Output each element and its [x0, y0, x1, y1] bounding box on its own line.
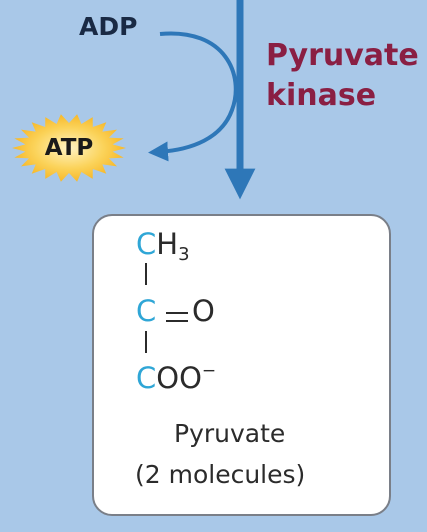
carbon-1: C: [136, 227, 157, 261]
atp-badge: ATP: [10, 113, 128, 183]
enzyme-name: Pyruvate kinase: [266, 36, 419, 116]
cofactor-curved-arrow: [148, 31, 238, 162]
carboxylate-group: COO−: [136, 361, 216, 395]
single-bond-2: [145, 331, 147, 353]
carbonyl-oxygen: O: [192, 294, 215, 328]
carbon-2: C: [136, 294, 157, 328]
pyruvate-structure-box: CH3 C O COO− Pyruvate (2 molecules): [92, 214, 391, 516]
adp-label: ADP: [79, 12, 138, 41]
hydrogen-count: 3: [178, 244, 190, 265]
double-bond-top: [166, 312, 188, 314]
molecule-quantity: (2 molecules): [135, 460, 306, 489]
atp-label: ATP: [44, 135, 94, 161]
double-bond-bottom: [166, 320, 188, 322]
carboxylate-oxygens: OO: [156, 361, 202, 395]
carbonyl-carbon: C: [136, 294, 156, 328]
methyl-group: CH3: [136, 227, 190, 265]
enzyme-name-line2: kinase: [266, 78, 377, 113]
starburst-icon: [12, 114, 126, 182]
single-bond-1: [145, 263, 147, 285]
carbon-3: C: [136, 361, 157, 395]
molecule-name: Pyruvate: [174, 419, 286, 448]
hydrogen: H: [156, 227, 179, 261]
enzyme-name-line1: Pyruvate: [266, 38, 419, 73]
negative-charge: −: [201, 361, 217, 381]
